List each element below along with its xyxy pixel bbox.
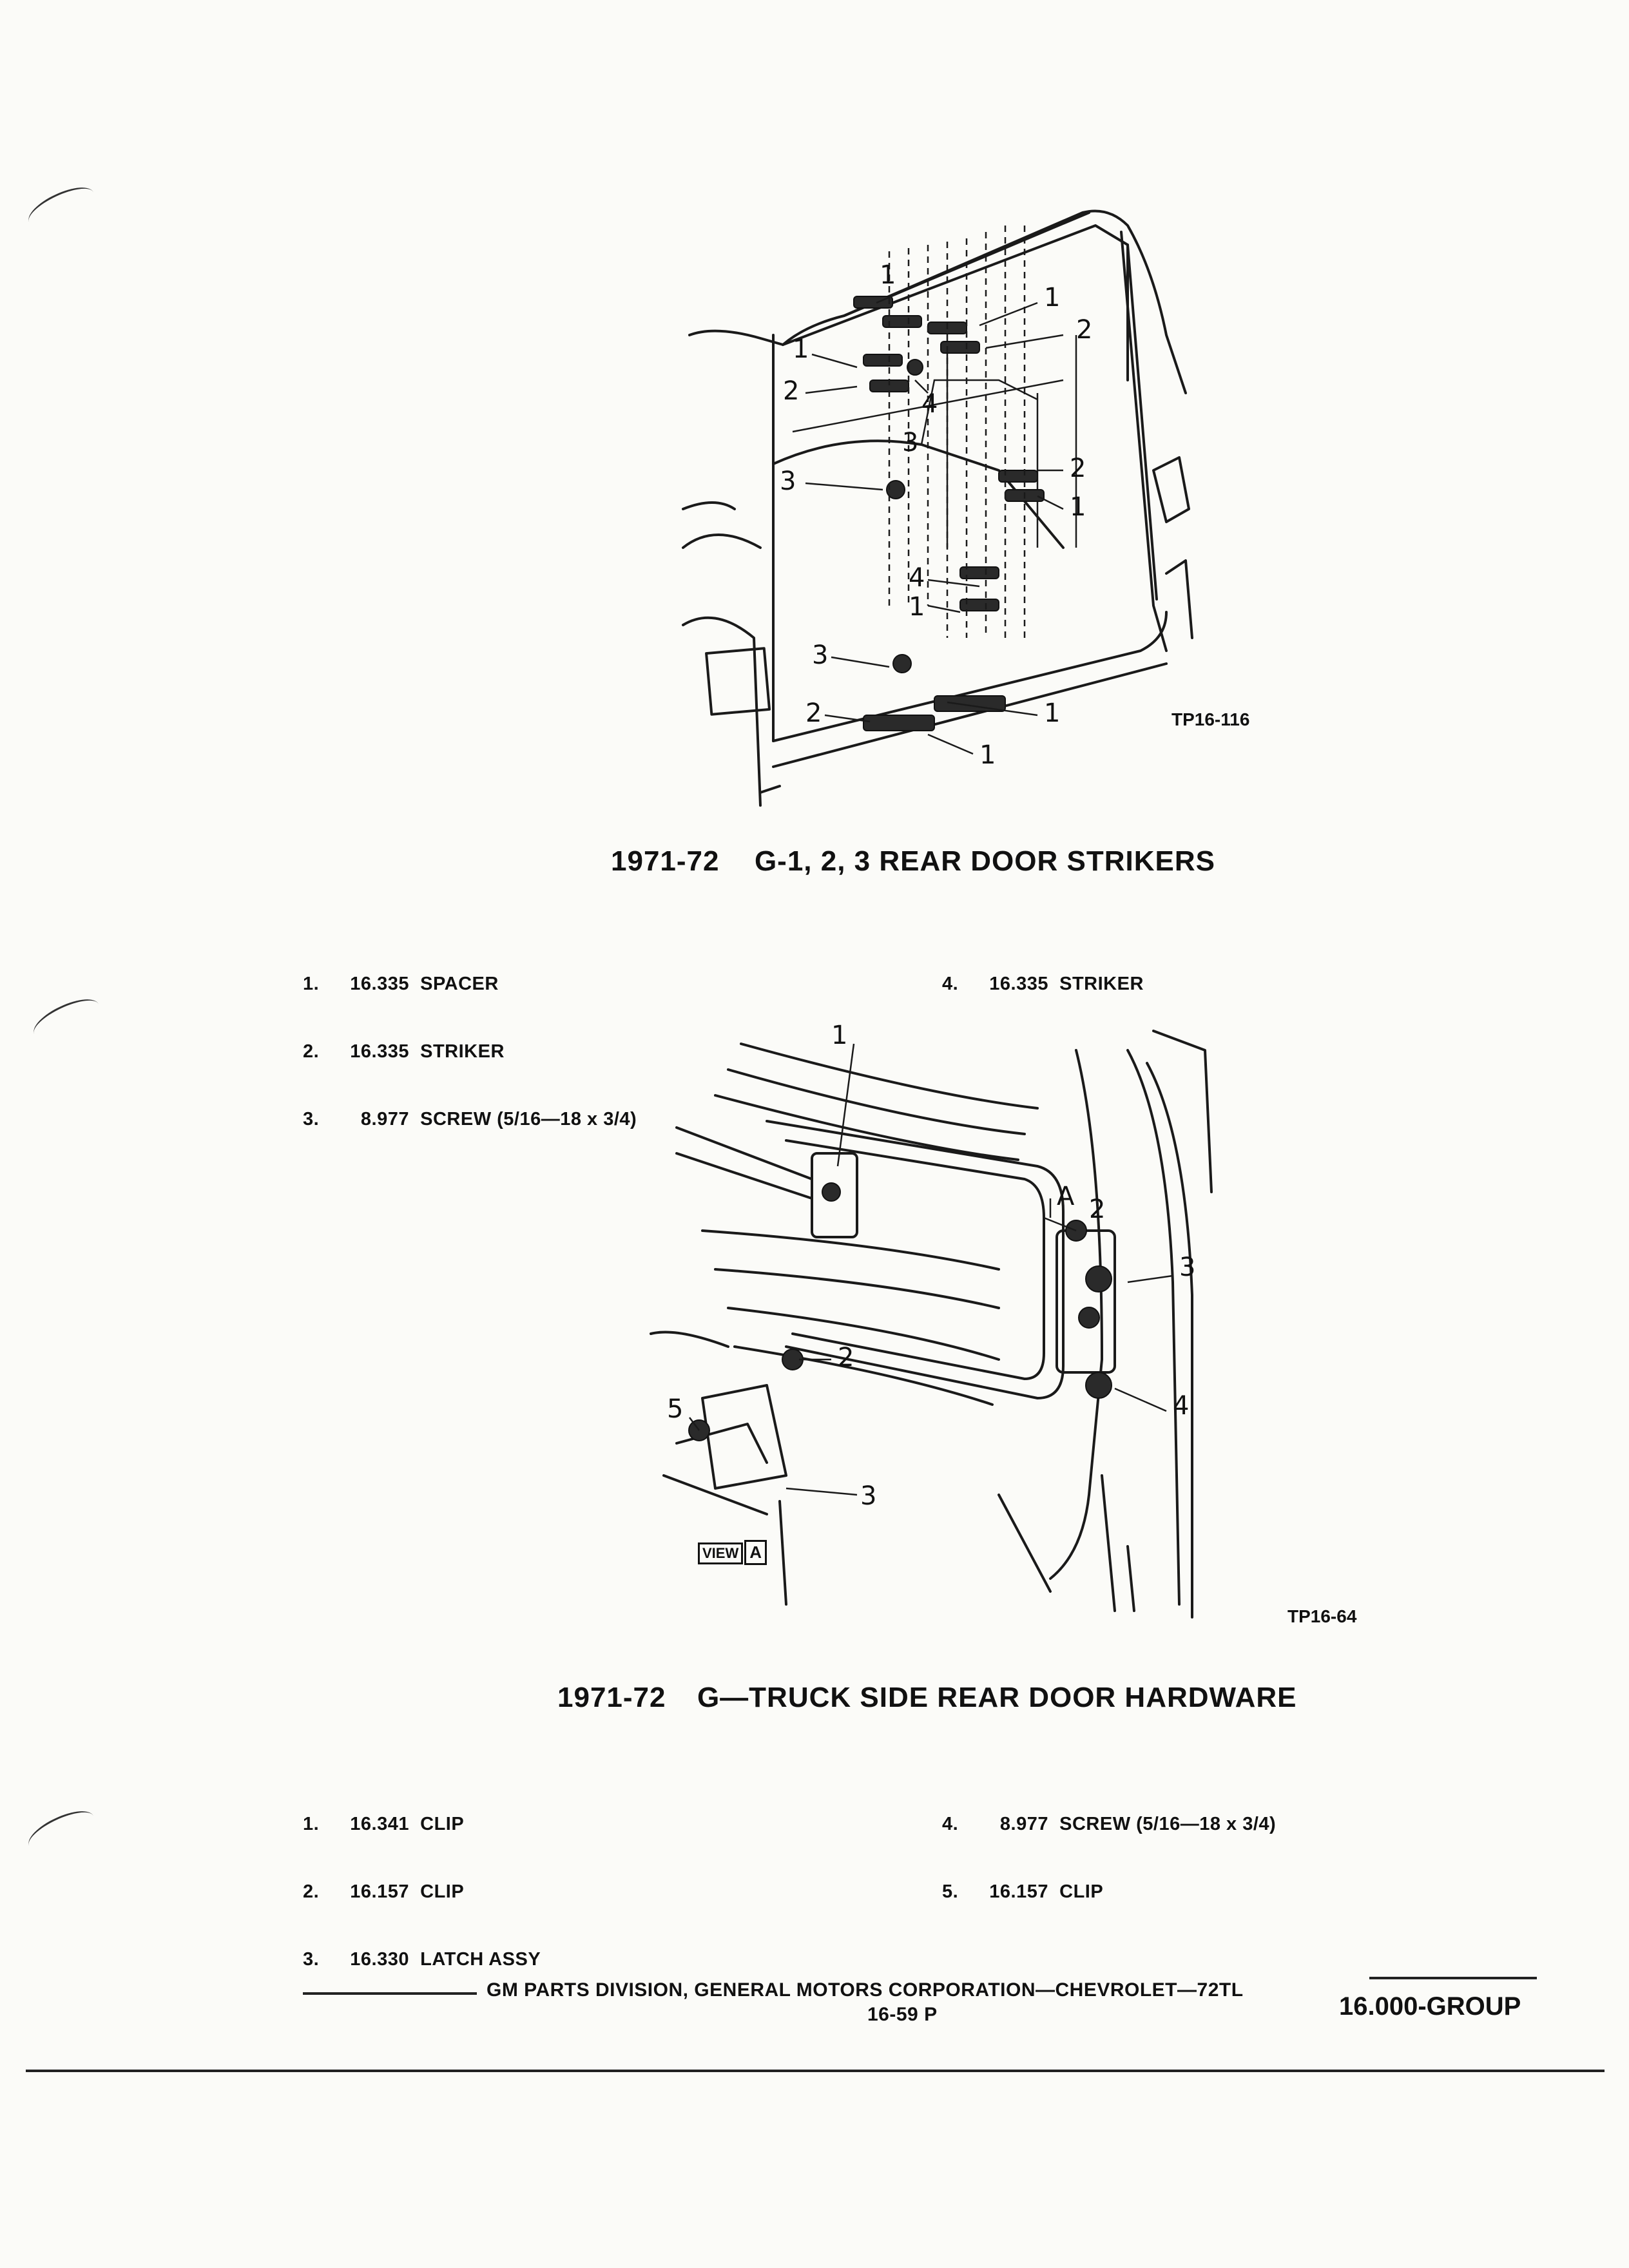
- binder-mark: [23, 179, 99, 235]
- footer-group: 16.000-GROUP: [1339, 1992, 1521, 2021]
- figure1-title-year: 1971-72: [611, 845, 720, 877]
- callout-3-label: 3: [860, 1481, 876, 1511]
- figure2-parts-right: 4.8.977 SCREW (5/16—18 x 3/4) 5.16.157 C…: [942, 1768, 1276, 1926]
- view-a-label-text: VIEW: [698, 1542, 744, 1564]
- figure2-title-year: 1971-72: [557, 1682, 666, 1713]
- callout-3-label: 3: [780, 466, 796, 496]
- footer-division: GM PARTS DIVISION, GENERAL MOTORS CORPOR…: [487, 1979, 1244, 2001]
- binder-mark: [28, 991, 104, 1047]
- callout-3-label: 3: [812, 640, 828, 670]
- footer-page-number: 16-59 P: [867, 2004, 938, 2025]
- figure1-parts-left: 1.16.335 SPACER 2.16.335 STRIKER 3.8.977…: [303, 928, 637, 1153]
- figure2-code: TP16-64: [1287, 1606, 1357, 1626]
- callout-1-label: 1: [1070, 492, 1086, 522]
- callout-4-label: 4: [921, 389, 938, 419]
- callout-4-label: 4: [909, 563, 925, 593]
- figure1-code: TP16-116: [1171, 709, 1250, 729]
- footer-rule-right: [1369, 1977, 1537, 1979]
- callout-3-label: 3: [902, 428, 918, 457]
- callout-2-label: 2: [783, 376, 799, 406]
- part-row: 5.16.157 CLIP: [942, 1881, 1104, 1902]
- part-row: 1.16.341 CLIP: [303, 1814, 465, 1834]
- figure1-title: 1971-72 G-1, 2, 3 REAR DOOR STRIKERS: [611, 845, 1215, 878]
- part-row: 3.8.977 SCREW (5/16—18 x 3/4): [303, 1109, 637, 1129]
- part-row: 3.16.330 LATCH ASSY: [303, 1949, 541, 1970]
- part-row: 2.16.335 STRIKER: [303, 1041, 505, 1062]
- callout-4-label: 4: [1173, 1391, 1189, 1421]
- callout-1-label: 1: [793, 334, 809, 364]
- part-row: 4.8.977 SCREW (5/16—18 x 3/4): [942, 1814, 1277, 1834]
- figure2-parts-left: 1.16.341 CLIP 2.16.157 CLIP 3.16.330 LAT…: [303, 1768, 541, 1994]
- part-row: 2.16.157 CLIP: [303, 1881, 465, 1902]
- callout-2-label: 2: [1089, 1195, 1105, 1224]
- figure2-title-text: G—TRUCK SIDE REAR DOOR HARDWARE: [697, 1682, 1297, 1713]
- binder-mark: [23, 1803, 99, 1859]
- callout-2-label: 2: [1076, 315, 1092, 345]
- rear-door-strikers-illustration: 1 1 2 1 2 4 3 3 2 1 4 1 3 2 1 1: [682, 209, 1193, 807]
- callout-1-label: 1: [831, 1021, 847, 1050]
- figure1-title-text: G-1, 2, 3 REAR DOOR STRIKERS: [754, 845, 1215, 877]
- figure2-title: 1971-72 G—TRUCK SIDE REAR DOOR HARDWARE: [557, 1682, 1297, 1714]
- side-rear-door-hardware-illustration: 1 2 3 2 3 4 5 A: [650, 1021, 1213, 1619]
- figure1-parts-right: 4.16.335 STRIKER: [942, 928, 1144, 1018]
- part-row: 1.16.335 SPACER: [303, 974, 499, 994]
- callout-1-label: 1: [880, 260, 896, 290]
- view-a-label-letter: A: [744, 1540, 767, 1565]
- view-a-arrow-label: A: [1057, 1182, 1075, 1211]
- callout-1-label: 1: [909, 592, 925, 622]
- footer-rule-left: [303, 1992, 477, 1995]
- callout-2-label: 2: [838, 1343, 854, 1372]
- callout-1-label: 1: [1044, 283, 1060, 312]
- callout-2-label: 2: [805, 698, 822, 728]
- callout-1-label: 1: [1044, 698, 1060, 728]
- callout-3-label: 3: [1179, 1253, 1195, 1282]
- callout-5-label: 5: [667, 1394, 683, 1424]
- callout-2-label: 2: [1070, 454, 1086, 483]
- part-row: 4.16.335 STRIKER: [942, 974, 1144, 994]
- page-bottom-rule: [26, 2070, 1605, 2072]
- callout-1-label: 1: [979, 740, 996, 770]
